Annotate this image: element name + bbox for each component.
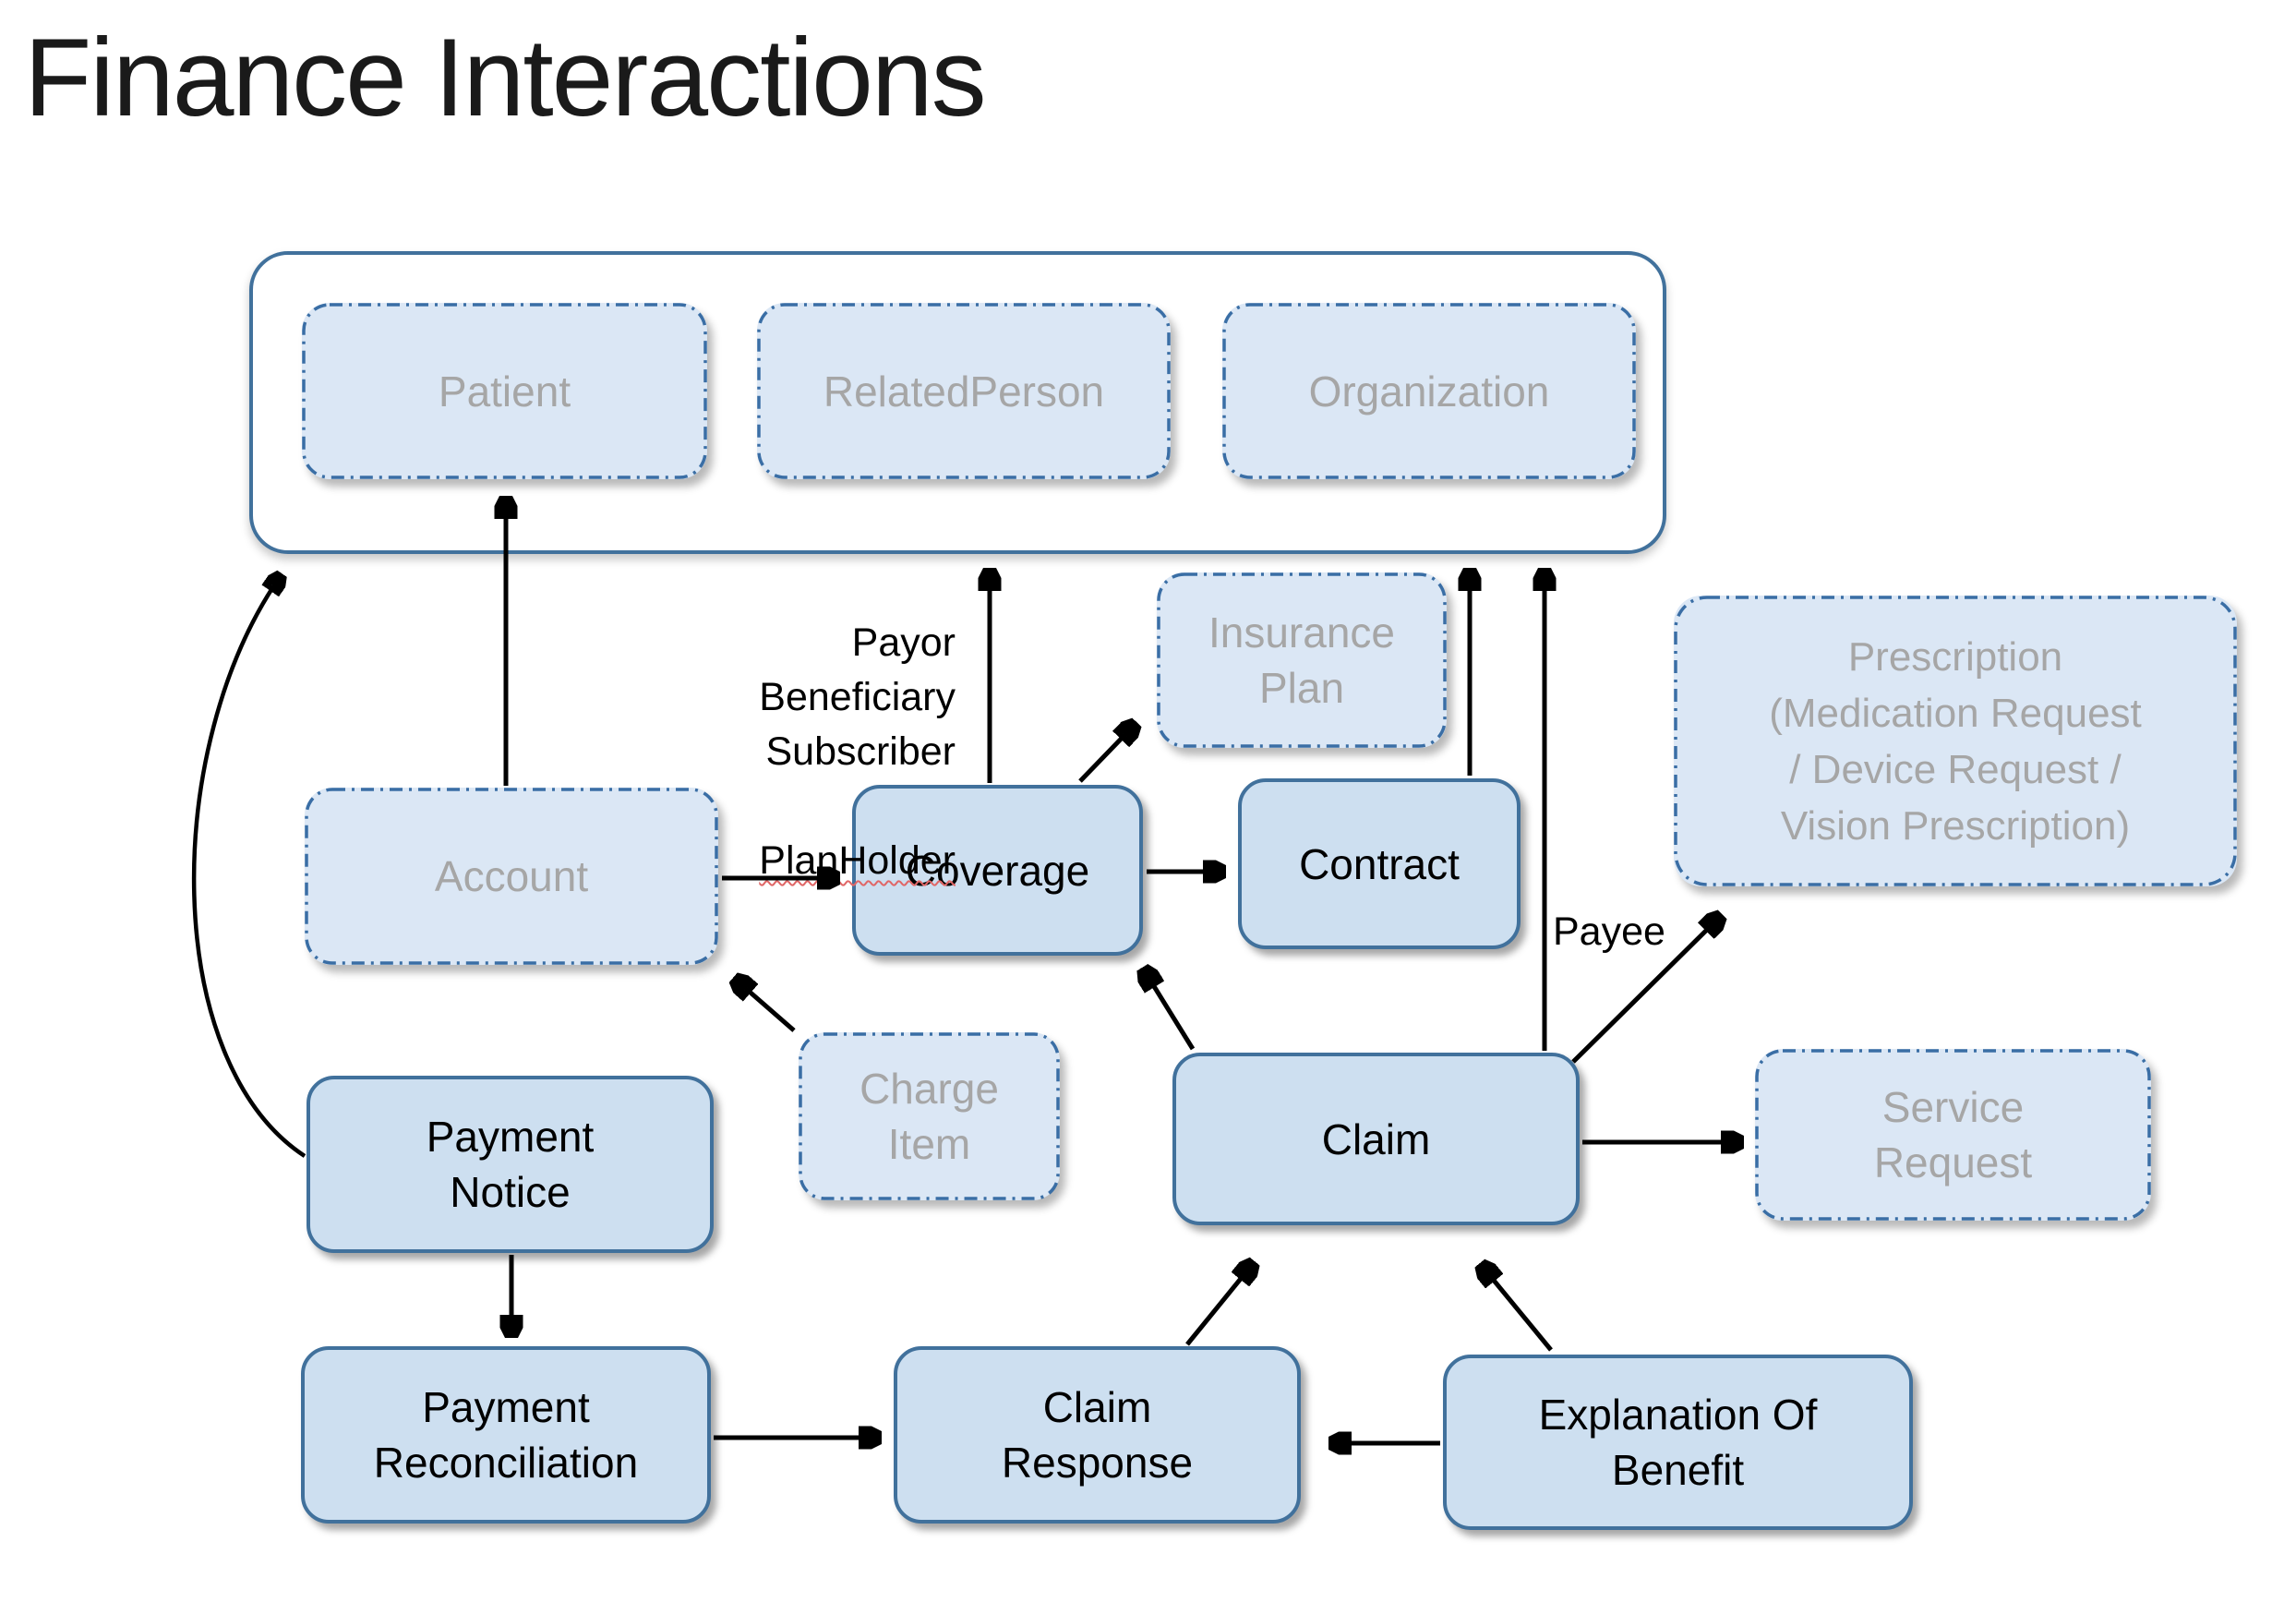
node-label: Explanation Of Benefit [1538, 1391, 1818, 1494]
node-related-person: RelatedPerson [757, 303, 1171, 479]
node-prescription: Prescription (Medication Request / Devic… [1674, 596, 2237, 886]
arrow-eob-to-claim [1483, 1267, 1553, 1352]
node-label: Prescription (Medication Request / Devic… [1769, 633, 2142, 849]
node-charge-item: Charge Item [799, 1032, 1060, 1200]
node-account: Account [305, 788, 718, 965]
node-patient: Patient [302, 303, 707, 479]
arrow-payment-notice-to-parties-curved [191, 577, 307, 1158]
node-label: Service Request [1873, 1083, 2033, 1186]
node-payment-notice: Payment Notice [307, 1076, 714, 1253]
payee-label: Payee [1553, 909, 1665, 954]
node-label: Claim [1321, 1114, 1431, 1163]
node-claim-response: Claim Response [894, 1346, 1301, 1524]
node-label: Coverage [905, 846, 1090, 895]
node-label: RelatedPerson [823, 367, 1105, 416]
node-label: Account [434, 852, 589, 900]
node-label: Patient [438, 367, 571, 416]
node-label: Charge Item [859, 1065, 999, 1168]
arrow-claim-to-coverage [1145, 971, 1196, 1051]
coverage-relationship-labels: Payor Beneficiary Subscriber PlanHolder [711, 561, 956, 888]
node-payment-reconciliation: Payment Reconciliation [301, 1346, 711, 1524]
node-organization: Organization [1222, 303, 1636, 479]
node-insurance-plan: Insurance Plan [1157, 572, 1447, 748]
node-coverage: Coverage [852, 785, 1143, 956]
page-title: Finance Interactions [24, 16, 987, 139]
node-label: Payment Notice [426, 1113, 595, 1216]
relationship-lines: Payor Beneficiary Subscriber [759, 620, 956, 774]
node-label: Contract [1299, 839, 1460, 888]
arrow-claim-response-to-claim [1185, 1265, 1252, 1346]
node-label: Organization [1308, 367, 1550, 416]
node-label: Payment Reconciliation [373, 1383, 639, 1487]
arrow-charge-item-to-account [737, 981, 796, 1032]
node-contract: Contract [1238, 778, 1521, 949]
arrow-coverage-to-insurance-plan [1078, 726, 1134, 783]
node-service-request: Service Request [1755, 1049, 2151, 1221]
node-explanation-of-benefit: Explanation Of Benefit [1443, 1355, 1913, 1530]
node-label: Claim Response [1001, 1383, 1194, 1487]
plan-holder-label: PlanHolder [759, 838, 956, 883]
node-claim: Claim [1172, 1053, 1580, 1225]
node-label: Insurance Plan [1208, 608, 1395, 712]
